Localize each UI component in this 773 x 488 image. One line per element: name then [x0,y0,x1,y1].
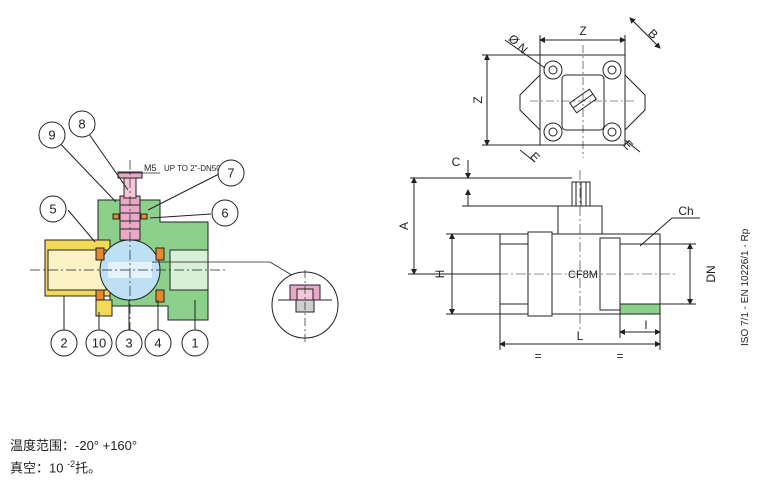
dim-e-left: E [527,149,543,165]
detail-view [271,270,339,345]
callout-4 [144,329,172,357]
dim-b: B [645,26,661,42]
spec-notes: 温度范围：-20° +160° 真空：10 -2托。 [10,436,137,477]
vacuum-spec: 真空：10 -2托。 [10,455,137,477]
svg-text:8: 8 [78,117,85,132]
callout-5 [39,195,67,223]
dim-eq-left: = [534,349,541,363]
section-view [30,160,301,330]
svg-text:6: 6 [221,206,228,221]
callout-group [38,110,245,357]
standard-label: ISO 7/1 - EN 10226/1 - Rp [740,228,751,346]
svg-text:1: 1 [191,336,198,351]
dim-c: C [452,155,461,169]
vac-exponent: -2 [67,459,76,469]
callout-7 [217,159,245,187]
top-view [482,17,661,163]
callout-2 [50,329,78,357]
callout-labels: 1 2 3 4 5 6 7 8 9 10 [48,117,234,351]
dim-phi-n: Ø N [506,32,531,57]
dim-z-side: Z [471,96,485,103]
vac-label: 真空： [10,460,50,476]
callout-8 [68,110,96,138]
vac-unit: 托。 [75,460,102,476]
size-note: UP TO 2"-DN50 [164,164,221,173]
body-mark: CF8M [568,269,598,281]
front-view [408,160,700,350]
svg-text:3: 3 [125,336,132,351]
svg-text:9: 9 [48,128,55,143]
temp-value: -20° +160° [75,438,138,453]
temperature-range: 温度范围：-20° +160° [10,436,137,455]
thread-label: M5 [144,163,157,173]
callout-6 [211,199,239,227]
temp-label: 温度范围： [10,438,76,453]
callout-1 [181,329,209,357]
vac-value: 10 [49,460,64,476]
dim-eq-right: = [616,349,623,363]
dim-a: A [397,222,411,230]
pipe-end [619,303,661,315]
svg-text:5: 5 [49,202,56,217]
svg-text:4: 4 [154,336,161,351]
svg-text:10: 10 [92,336,106,351]
dim-l: L [577,329,584,343]
dim-ch: Ch [678,204,693,218]
dim-h: H [433,270,447,279]
svg-text:2: 2 [60,336,67,351]
svg-text:7: 7 [227,166,234,181]
callout-9 [38,121,66,149]
dim-z-top: Z [579,24,586,38]
callout-10 [85,329,113,357]
dim-l-small: l [645,318,648,332]
dim-dn: DN [704,265,718,282]
callout-3 [115,329,143,357]
